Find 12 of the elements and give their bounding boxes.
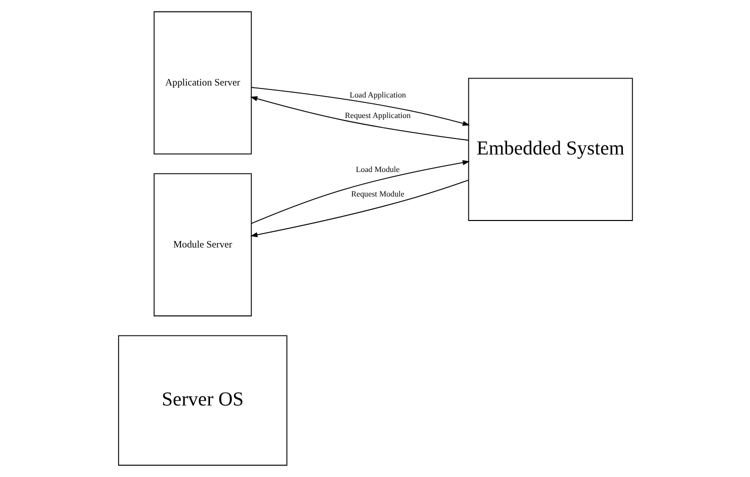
node-box: Server OS <box>118 335 287 466</box>
edge-label: Load Application <box>349 90 406 100</box>
arrow <box>250 86 470 126</box>
node-box: Application Server <box>153 11 252 154</box>
arrow <box>250 96 468 141</box>
arrow <box>250 180 468 238</box>
edge-label: Load Module <box>355 165 400 174</box>
edge-label: Request Application <box>344 111 410 120</box>
node-box: Module Server <box>153 173 252 316</box>
arrow <box>250 160 470 224</box>
node-box: Embedded System <box>468 78 632 221</box>
edge-label: Request Module <box>350 189 404 198</box>
